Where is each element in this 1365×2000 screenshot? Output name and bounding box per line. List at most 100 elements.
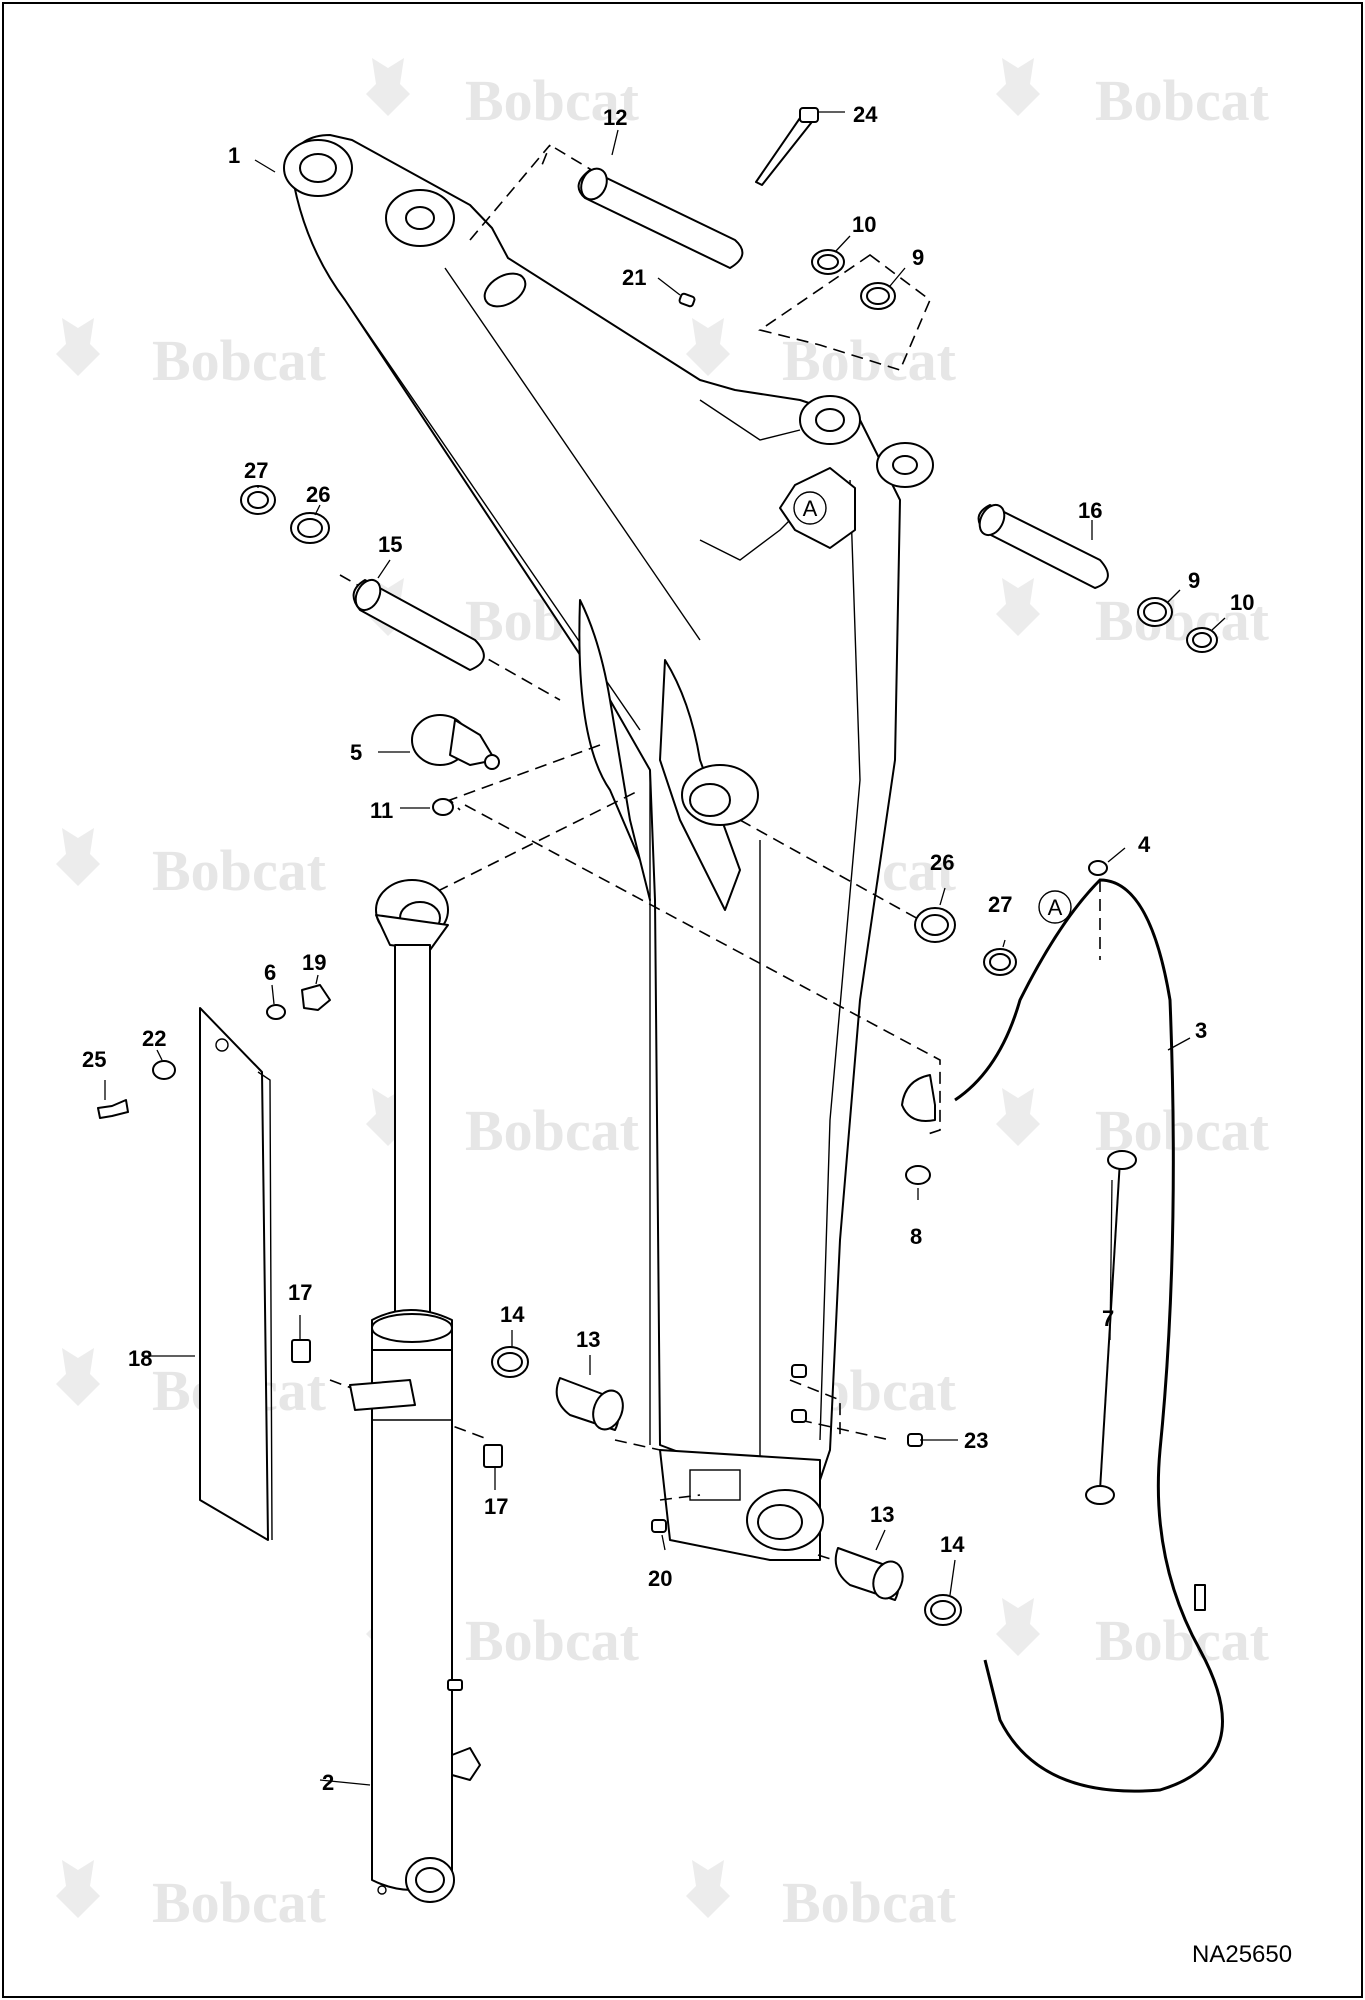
callout-14-upper: 14 — [500, 1302, 525, 1327]
watermark-bottom-center: Bobcat — [686, 1860, 957, 1935]
bolt-25 — [97, 1099, 129, 1119]
callout-10-right: 10 — [1230, 590, 1254, 615]
bolt-24 — [755, 107, 819, 186]
callout-5: 5 — [350, 740, 362, 765]
bobcat-logo-icon — [686, 1860, 730, 1918]
callout-22: 22 — [142, 1026, 166, 1051]
watermark-row6-left: Bobcat — [56, 1348, 327, 1423]
watermark-text: Bobcat — [1095, 588, 1270, 653]
callout-17-lower: 17 — [484, 1494, 508, 1519]
cylinder-2 — [349, 879, 481, 1903]
arm-base-boss — [659, 1449, 824, 1561]
watermark-row3-right: Bobcat — [996, 578, 1270, 653]
callout-15: 15 — [378, 532, 402, 557]
arm-lower-bore — [681, 764, 759, 826]
reference-marker-label: A — [1048, 895, 1063, 920]
reference-marker-a-upper: A — [779, 467, 856, 549]
watermark-text: Bobcat — [152, 838, 327, 903]
watermark-text: Bobcat — [465, 68, 640, 133]
arm-upper-section — [289, 134, 901, 1481]
ring-14-upper — [491, 1346, 529, 1378]
cap-5 — [411, 714, 500, 770]
callout-4: 4 — [1138, 832, 1151, 857]
fitting-4 — [1088, 860, 1108, 876]
ring-27-left — [240, 485, 276, 515]
watermark-top-center: Bobcat — [366, 58, 640, 133]
callout-6: 6 — [264, 960, 276, 985]
pin-21 — [678, 292, 696, 308]
fitting-11 — [432, 798, 454, 816]
callout-13-upper: 13 — [576, 1327, 600, 1352]
callout-16: 16 — [1078, 498, 1102, 523]
callout-13-lower: 13 — [870, 1502, 894, 1527]
watermark-row4-left: Bobcat — [56, 828, 327, 903]
reference-marker-label: A — [803, 496, 818, 521]
pad-17-upper — [291, 1339, 311, 1363]
watermark-row2-left: Bobcat — [56, 318, 327, 393]
bushing-13-upper — [555, 1377, 624, 1431]
bobcat-logo-icon — [56, 1348, 100, 1406]
callout-labels: 1 12 24 21 10 9 27 26 15 16 9 10 5 11 4 … — [82, 102, 1254, 1795]
callout-2: 2 — [322, 1770, 334, 1795]
watermark-bottom-left: Bobcat — [56, 1860, 327, 1935]
watermark-text: Bobcat — [465, 1608, 640, 1673]
watermark-text: Bobcat — [782, 1870, 957, 1935]
watermark-text: Bobcat — [152, 1870, 327, 1935]
watermark-top-right: Bobcat — [996, 58, 1270, 133]
bushing-13-lower — [834, 1547, 904, 1601]
arm-pivot-lug — [385, 189, 455, 247]
watermark-text: Bobcat — [465, 1098, 640, 1163]
fitting-20 — [651, 1519, 667, 1533]
callout-26-left: 26 — [306, 482, 330, 507]
watermark-row5-right: Bobcat — [996, 1088, 1270, 1163]
watermark-text: Bobcat — [1095, 68, 1270, 133]
callout-27-right: 27 — [988, 892, 1012, 917]
callout-8: 8 — [910, 1224, 922, 1249]
bobcat-logo-icon — [366, 58, 410, 116]
callout-20: 20 — [648, 1566, 672, 1591]
bobcat-logo-icon — [56, 318, 100, 376]
watermark-row7-right: Bobcat — [996, 1598, 1270, 1673]
figure-id: NA25650 — [1192, 1941, 1292, 1968]
reference-marker-a-lower: A — [1038, 890, 1072, 924]
callout-12: 12 — [603, 105, 627, 130]
ring-9-upper — [860, 282, 896, 310]
guard-18 — [199, 1007, 273, 1541]
bobcat-logo-icon — [56, 828, 100, 886]
ring-14-lower — [924, 1594, 962, 1626]
bobcat-logo-icon — [996, 578, 1040, 636]
fitting-19 — [301, 984, 331, 1011]
callout-18: 18 — [128, 1346, 152, 1371]
callout-24: 24 — [853, 102, 878, 127]
watermark-row2-center: Bobcat — [686, 318, 957, 393]
ring-26-left — [290, 512, 330, 544]
arm-right-bore — [876, 442, 934, 488]
callout-21: 21 — [622, 265, 646, 290]
callout-27-left: 27 — [244, 458, 268, 483]
callout-1: 1 — [228, 143, 240, 168]
callout-23: 23 — [964, 1428, 988, 1453]
ring-26-right — [914, 907, 956, 943]
pad-17-lower — [483, 1444, 503, 1468]
washer-22 — [152, 1060, 176, 1080]
bobcat-logo-icon — [56, 1860, 100, 1918]
callout-25: 25 — [82, 1047, 106, 1072]
callout-26-right: 26 — [930, 850, 954, 875]
callout-14-lower: 14 — [940, 1532, 965, 1557]
watermark-text: Bobcat — [152, 328, 327, 393]
ring-27-right — [983, 948, 1017, 976]
arm-assembly — [283, 134, 934, 1561]
oring-6 — [266, 1004, 286, 1020]
callout-9-upper: 9 — [912, 245, 924, 270]
callout-leaders — [104, 111, 1226, 1786]
arm-side-plate — [578, 599, 651, 901]
pin-12 — [577, 167, 744, 269]
callout-11: 11 — [370, 798, 393, 823]
callout-7: 7 — [1102, 1306, 1114, 1331]
bobcat-logo-icon — [686, 318, 730, 376]
pin-16 — [977, 503, 1109, 589]
hose-3 — [901, 878, 1224, 1793]
bobcat-logo-icon — [996, 1598, 1040, 1656]
watermark-text: Bobcat — [1095, 1608, 1270, 1673]
